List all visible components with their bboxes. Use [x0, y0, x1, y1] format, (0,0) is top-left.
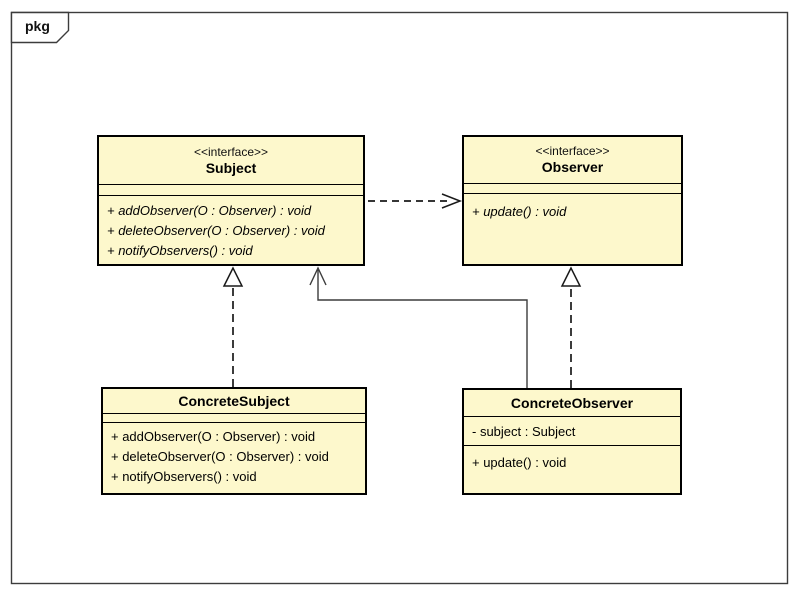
association-arrowhead-icon — [309, 266, 327, 286]
class-concretesubject-name: ConcreteSubject — [178, 392, 290, 409]
package-tab-shape — [10, 11, 70, 44]
method-entry: + update() : void — [472, 455, 567, 470]
class-concretesubject[interactable]: ConcreteSubject + addObserver(O : Observ… — [101, 387, 367, 495]
class-subject[interactable]: <<interface>> Subject + addObserver(O : … — [97, 135, 365, 266]
method-entry: + addObserver(O : Observer) : void — [111, 429, 316, 444]
class-observer-methods-compartment: + update() : void — [464, 194, 681, 264]
class-observer-stereotype: <<interface>> — [535, 144, 610, 158]
method-entry: + notifyObservers() : void — [107, 243, 253, 258]
method-entry: + notifyObservers() : void — [111, 469, 257, 484]
class-observer-name: Observer — [541, 159, 604, 175]
method-entry: + update() : void — [472, 204, 567, 219]
class-concreteobserver-name: ConcreteObserver — [510, 394, 634, 411]
class-concretesubject-methods-compartment: + addObserver(O : Observer) : void + del… — [103, 423, 365, 493]
method-entry: + deleteObserver(O : Observer) : void — [107, 223, 325, 238]
class-subject-stereotype: <<interface>> — [193, 144, 269, 159]
attribute-entry: - subject : Subject — [472, 424, 576, 439]
class-subject-attributes-compartment — [99, 184, 363, 196]
package-frame-border — [10, 11, 789, 585]
class-concretesubject-attributes-compartment — [103, 413, 365, 423]
class-concreteobserver-methods-compartment: + update() : void — [464, 446, 680, 493]
realization-triangle-icon — [560, 266, 582, 287]
package-tab-label: pkg — [25, 18, 50, 34]
class-concretesubject-header: ConcreteSubject — [103, 389, 365, 413]
class-subject-header: <<interface>> Subject — [99, 137, 363, 184]
class-observer-attributes-compartment — [464, 183, 681, 194]
association-line-concreteobserver-to-subject[interactable] — [317, 270, 528, 388]
realization-triangle-icon — [222, 266, 244, 287]
class-concreteobserver-attributes-compartment: - subject : Subject — [464, 416, 680, 446]
class-observer[interactable]: <<interface>> Observer + update() : void — [462, 135, 683, 266]
class-observer-header: <<interface>> Observer — [464, 137, 681, 183]
class-subject-methods-compartment: + addObserver(O : Observer) : void + del… — [99, 196, 363, 264]
dependency-arrowhead-icon — [441, 193, 463, 209]
class-subject-name: Subject — [205, 159, 257, 176]
class-concreteobserver-header: ConcreteObserver — [464, 390, 680, 416]
class-concreteobserver[interactable]: ConcreteObserver - subject : Subject + u… — [462, 388, 682, 495]
method-entry: + deleteObserver(O : Observer) : void — [111, 449, 329, 464]
method-entry: + addObserver(O : Observer) : void — [107, 203, 312, 218]
